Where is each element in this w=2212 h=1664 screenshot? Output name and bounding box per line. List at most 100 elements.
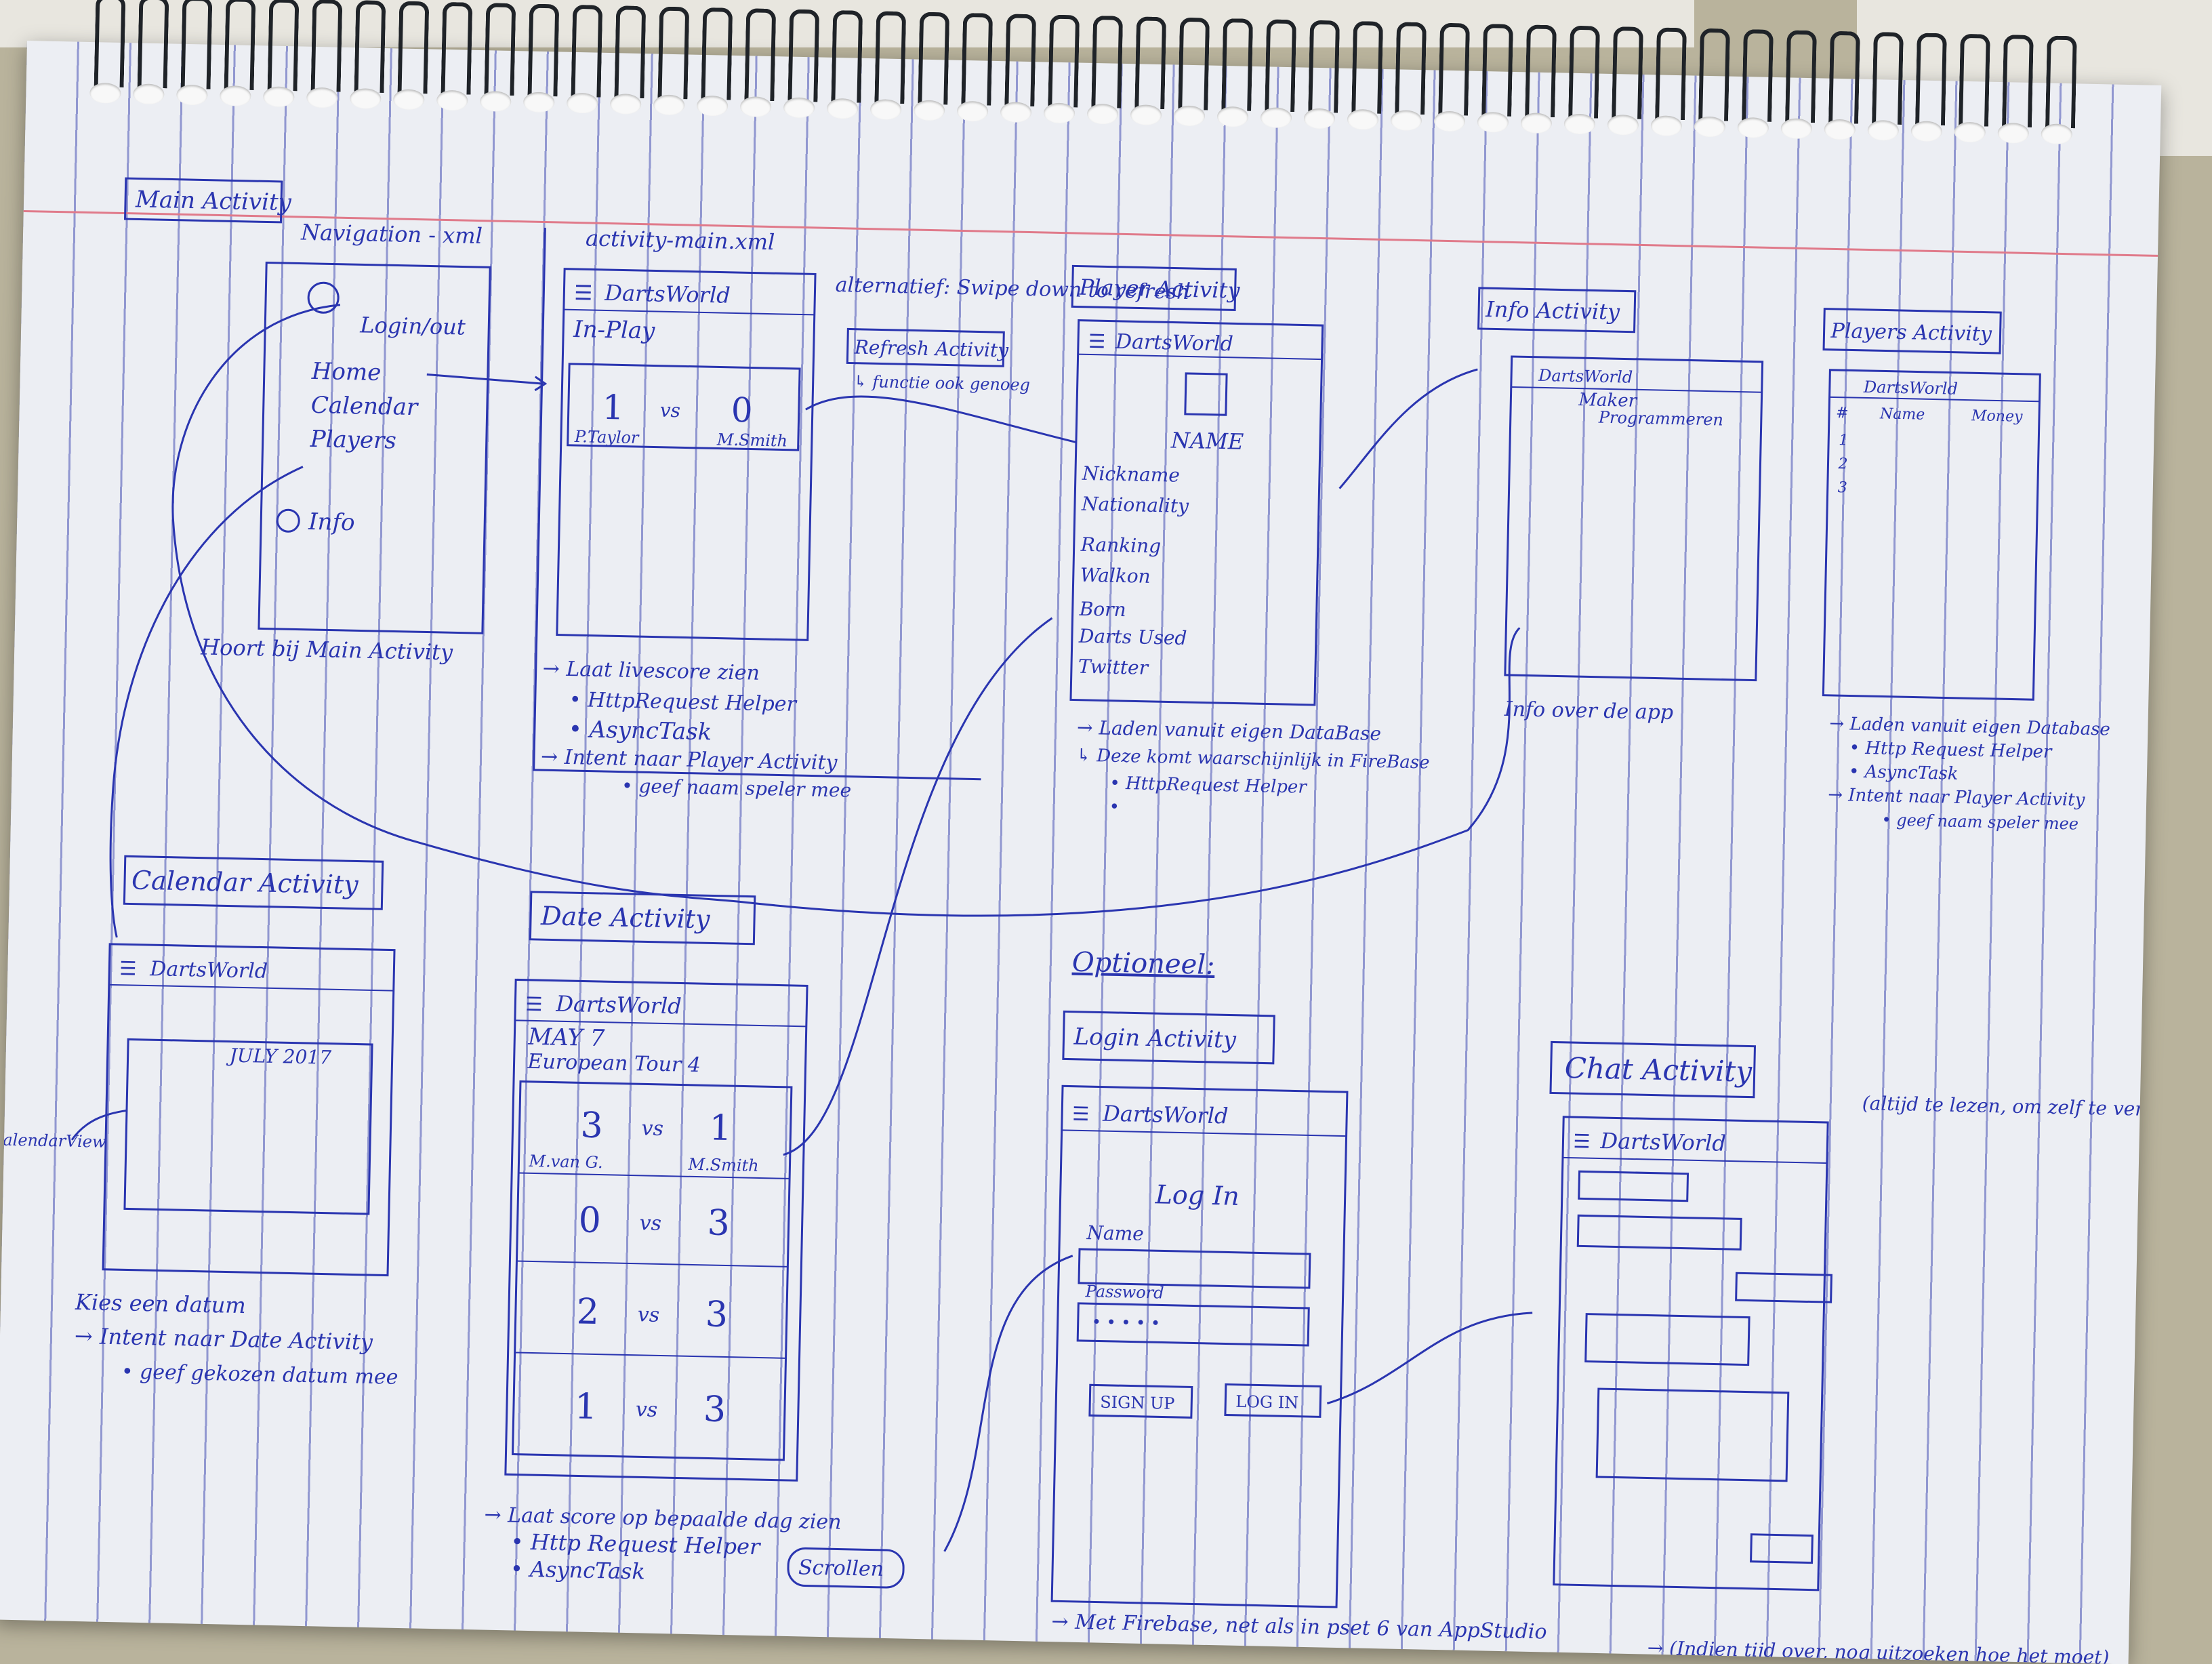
player-field-walkon: Walkon xyxy=(1080,564,1151,588)
binding-ring xyxy=(1351,20,1384,114)
binding-ring xyxy=(1742,29,1774,122)
calendar-toolbar-divider xyxy=(108,983,394,992)
chat-bubble-3 xyxy=(1735,1272,1832,1303)
binding-hole xyxy=(956,100,989,122)
login-toolbar-divider xyxy=(1061,1129,1347,1137)
nav-drawer-sketch xyxy=(258,261,491,634)
binding-hole xyxy=(306,87,338,108)
date-match-3-left: 2 xyxy=(576,1291,599,1333)
info-caption: Info over de app xyxy=(1503,697,1673,725)
binding-ring xyxy=(1828,31,1860,124)
binding-ring xyxy=(1568,25,1600,119)
binding-ring xyxy=(961,12,994,106)
binding-hole xyxy=(1520,113,1553,134)
chat-bubble-4 xyxy=(1584,1313,1750,1366)
date-match-1-right: 1 xyxy=(709,1108,732,1149)
calendar-menu-icon: ☰ xyxy=(119,957,137,980)
date-note-2: • Http Request Helper xyxy=(510,1528,761,1560)
date-match-4-vs: vs xyxy=(636,1398,658,1422)
players-activity-title: Players Activity xyxy=(1830,319,1992,346)
binding-ring xyxy=(1785,30,1817,123)
scroll-label: Scrollen xyxy=(798,1556,884,1581)
binding-hole xyxy=(392,89,425,110)
nav-players-item: Players xyxy=(309,426,396,455)
player-note-2: ↳ Deze komt waarschijnlijk in FireBase xyxy=(1076,746,1430,773)
login-button[interactable] xyxy=(1224,1383,1322,1418)
binding-hole xyxy=(1910,121,1943,142)
match-home-score: 1 xyxy=(602,388,624,428)
main-activity-title: Main Activity xyxy=(135,186,292,216)
binding-hole xyxy=(1433,110,1466,132)
binding-hole xyxy=(1043,102,1076,124)
player-field-nickname: Nickname xyxy=(1082,462,1181,487)
info-phone-frame xyxy=(1504,355,1764,682)
binding-ring xyxy=(1915,33,1947,126)
players-col-rank: # xyxy=(1836,405,1849,422)
binding-hole xyxy=(2041,123,2073,145)
date-match-1-left-player: M.van G. xyxy=(528,1152,603,1172)
binding-hole xyxy=(1737,117,1769,138)
sketch-canvas: Main Activity Navigation - xml Login/out… xyxy=(0,177,2161,1664)
date-event: European Tour 4 xyxy=(527,1050,701,1077)
in-play-heading: In-Play xyxy=(573,316,656,345)
player-activity-title: Player Activity xyxy=(1078,275,1240,304)
player-field-darts-used: Darts Used xyxy=(1078,625,1187,649)
date-match-divider-1 xyxy=(518,1172,790,1179)
date-match-list xyxy=(511,1080,793,1461)
main-note-2: • HttpRequest Helper xyxy=(569,688,797,716)
binding-ring xyxy=(527,3,560,97)
binding-hole xyxy=(783,97,815,119)
players-col-name: Name xyxy=(1879,405,1925,423)
desk-paper-top-left xyxy=(0,0,1694,47)
binding-ring xyxy=(1395,22,1427,115)
player-toolbar-divider xyxy=(1078,353,1322,361)
arrow-home-to-main xyxy=(426,373,548,392)
main-toolbar-divider xyxy=(563,308,815,316)
calendar-activity-section: Calendar Activity ☰ DartsWorld JULY 2017… xyxy=(0,855,398,1389)
date-activity-section: Date Activity ☰ DartsWorld MAY 7 Europea… xyxy=(484,617,1053,1589)
binding-hole xyxy=(479,91,512,112)
calendar-view-label: CalendarView xyxy=(0,1130,106,1152)
player-note-3: • HttpRequest Helper xyxy=(1109,773,1308,798)
calendar-view-box xyxy=(123,1038,373,1215)
date-match-divider-3 xyxy=(514,1352,786,1359)
binding-ring xyxy=(1265,19,1297,113)
players-toolbar-title: DartsWorld xyxy=(1863,378,1959,399)
binding-hole xyxy=(263,86,295,108)
date-phone-frame xyxy=(504,978,808,1482)
signup-button[interactable] xyxy=(1088,1383,1193,1419)
main-activity-section: Main Activity Navigation - xml Login/out… xyxy=(123,177,548,665)
binding-hole xyxy=(220,85,251,106)
live-match-card xyxy=(567,363,801,451)
date-match-1-vs: vs xyxy=(641,1116,663,1141)
players-note-3: • AsyncTask xyxy=(1849,762,1959,784)
info-activity-title: Info Activity xyxy=(1485,296,1621,325)
binding-hole xyxy=(913,100,945,121)
arrow-login-to-chat xyxy=(1326,1312,1533,1405)
login-password-input[interactable] xyxy=(1076,1302,1310,1347)
arrow-date-to-player xyxy=(783,617,1053,1156)
date-toolbar-divider xyxy=(514,1019,806,1028)
binding-ring xyxy=(1612,26,1643,119)
binding-hole xyxy=(1086,103,1119,125)
calendar-toolbar-title: DartsWorld xyxy=(149,957,268,983)
players-row-3: 3 xyxy=(1838,479,1848,496)
activity-main-section: activity-main.xml ☰ DartsWorld In-Play 1… xyxy=(533,225,1190,802)
login-activity-title: Login Activity xyxy=(1073,1023,1237,1054)
chat-send-button[interactable] xyxy=(1750,1533,1814,1564)
binding-ring xyxy=(2045,35,2077,129)
player-note-4: • xyxy=(1109,797,1120,817)
players-phone-frame xyxy=(1822,369,2041,701)
binding-ring xyxy=(657,6,690,100)
player-field-nationality: Nationality xyxy=(1081,493,1190,517)
player-field-born: Born xyxy=(1078,598,1126,621)
binding-ring xyxy=(310,0,343,92)
binding-ring xyxy=(397,1,430,94)
binding-hole xyxy=(696,95,729,117)
date-heading: MAY 7 xyxy=(527,1023,605,1052)
binding-ring xyxy=(484,3,516,96)
info-toolbar-divider xyxy=(1511,386,1762,393)
login-name-input[interactable] xyxy=(1078,1248,1311,1289)
match-away-score: 0 xyxy=(731,390,753,430)
players-activity-section: Players Activity DartsWorld # Name Money… xyxy=(1822,308,2110,834)
